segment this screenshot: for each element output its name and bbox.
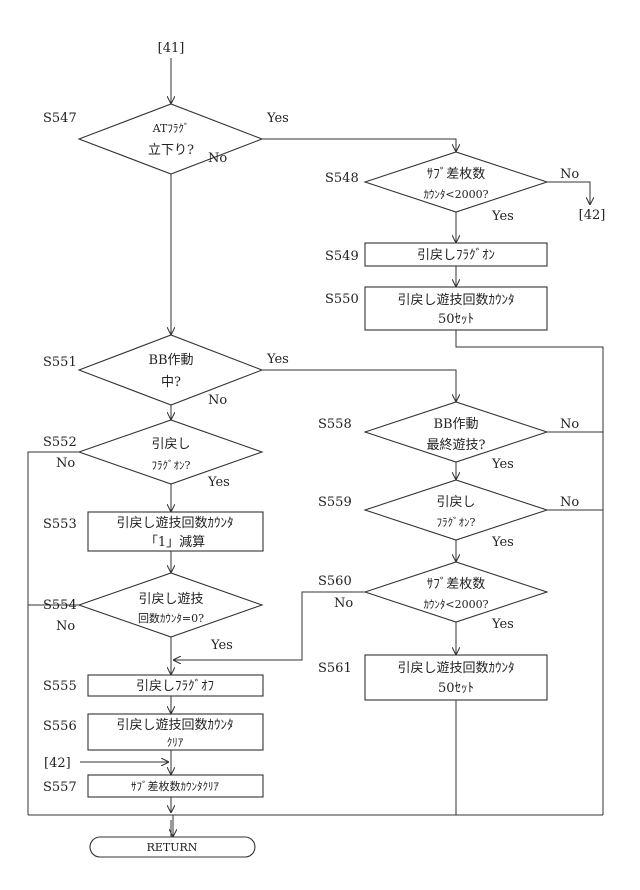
process-s549: S549 引戻しﾌﾗｸﾞｵﾝ xyxy=(325,243,547,266)
no-label: No xyxy=(560,417,579,432)
decision-text: 引戻し xyxy=(151,437,190,452)
step-id: S549 xyxy=(325,249,359,264)
yes-label: Yes xyxy=(266,111,289,126)
process-s561: S561 引戻し遊技回数ｶｳﾝﾀ 50ｾｯﾄ xyxy=(318,655,547,700)
process-s557: S557 ｻﾌﾞ差枚数ｶｳﾝﾀｸﾘｱ xyxy=(43,775,263,797)
decision-text: ATﾌﾗｸﾞ xyxy=(152,122,190,135)
decision-text: ｶｳﾝﾀ<2000? xyxy=(423,598,488,611)
process-text: 引戻しﾌﾗｸﾞｵﾌ xyxy=(136,679,214,694)
decision-text: 中? xyxy=(161,375,181,390)
process-text: 50ｾｯﾄ xyxy=(438,681,474,696)
terminal-text: RETURN xyxy=(147,841,198,854)
yes-label: Yes xyxy=(491,535,514,550)
step-id: S548 xyxy=(325,171,359,186)
yes-label: Yes xyxy=(491,617,514,632)
step-id: S559 xyxy=(318,495,352,510)
process-text: 50ｾｯﾄ xyxy=(438,312,474,327)
decision-s551: S551 BB作動 中? Yes No xyxy=(43,335,289,408)
no-label: No xyxy=(560,167,579,182)
decision-text: 立下り? xyxy=(148,143,194,158)
process-text: 引戻しﾌﾗｸﾞｵﾝ xyxy=(417,248,495,263)
step-id: S558 xyxy=(318,417,352,432)
process-text: 引戻し遊技回数ｶｳﾝﾀ xyxy=(397,661,514,676)
yes-label: Yes xyxy=(207,475,230,490)
process-s553: S553 引戻し遊技回数ｶｳﾝﾀ 「1」減算 xyxy=(43,512,263,551)
connector-41: [41] xyxy=(158,41,185,56)
step-id: S552 xyxy=(43,435,77,450)
process-s555: S555 引戻しﾌﾗｸﾞｵﾌ xyxy=(43,675,263,696)
decision-s547: S547 ATﾌﾗｸﾞ 立下り? Yes No xyxy=(43,104,289,174)
decision-s548: S548 ｻﾌﾞ差枚数 ｶｳﾝﾀ<2000? No Yes xyxy=(325,152,579,224)
decision-s558: S558 BB作動 最終遊技? No Yes xyxy=(318,402,579,472)
step-id: S557 xyxy=(43,780,77,795)
no-label: No xyxy=(56,456,75,471)
step-id: S547 xyxy=(43,111,77,126)
decision-s560: S560 No ｻﾌﾞ差枚数 ｶｳﾝﾀ<2000? Yes xyxy=(318,562,547,632)
decision-text: ﾌﾗｸﾞｵﾝ? xyxy=(152,459,191,472)
step-id: S551 xyxy=(43,355,77,370)
yes-label: Yes xyxy=(210,638,233,653)
process-text: ｻﾌﾞ差枚数ｶｳﾝﾀｸﾘｱ xyxy=(131,779,219,793)
process-text: 引戻し遊技回数ｶｳﾝﾀ xyxy=(116,516,233,531)
decision-s559: S559 引戻し ﾌﾗｸﾞｵﾝ? No Yes xyxy=(318,480,579,550)
decision-text: 引戻し xyxy=(436,495,475,510)
decision-s554: S554 No 引戻し遊技 回数ｶｳﾝﾀ=0? Yes xyxy=(43,573,262,653)
step-id: S555 xyxy=(43,679,77,694)
no-label: No xyxy=(208,151,227,166)
no-label: No xyxy=(56,619,75,634)
yes-label: Yes xyxy=(491,209,514,224)
connector-42-in: [42] xyxy=(44,756,71,771)
step-id: S553 xyxy=(43,517,77,532)
process-text: ｸﾘｱ xyxy=(167,736,184,749)
step-id: S554 xyxy=(43,598,77,613)
decision-text: 引戻し遊技 xyxy=(138,592,203,607)
step-id: S556 xyxy=(43,719,77,734)
decision-text: ﾌﾗｸﾞｵﾝ? xyxy=(437,516,476,529)
decision-text: ｻﾌﾞ差枚数 xyxy=(427,577,486,592)
decision-text: 最終遊技? xyxy=(427,437,486,453)
process-s556: S556 引戻し遊技回数ｶｳﾝﾀ ｸﾘｱ xyxy=(43,714,263,750)
decision-text: ｶｳﾝﾀ<2000? xyxy=(423,188,488,201)
no-label: No xyxy=(208,393,227,408)
decision-text: 回数ｶｳﾝﾀ=0? xyxy=(138,612,204,625)
connector-42-out: [42] xyxy=(579,208,606,223)
decision-s552: S552 No 引戻し ﾌﾗｸﾞｵﾝ? Yes xyxy=(43,420,262,490)
step-id: S560 xyxy=(318,574,352,589)
no-label: No xyxy=(560,495,579,510)
decision-text: BB作動 xyxy=(148,353,193,368)
yes-label: Yes xyxy=(266,352,289,367)
step-id: S561 xyxy=(318,661,352,676)
process-s550: S550 引戻し遊技回数ｶｳﾝﾀ 50ｾｯﾄ xyxy=(325,287,547,330)
step-id: S550 xyxy=(325,292,359,307)
decision-text: BB作動 xyxy=(433,417,478,432)
terminal-return: RETURN xyxy=(90,837,255,857)
decision-text: ｻﾌﾞ差枚数 xyxy=(427,167,486,182)
process-text: 引戻し遊技回数ｶｳﾝﾀ xyxy=(116,718,233,733)
process-text: 「1」減算 xyxy=(145,534,205,550)
process-text: 引戻し遊技回数ｶｳﾝﾀ xyxy=(397,293,514,308)
no-label: No xyxy=(334,596,353,611)
yes-label: Yes xyxy=(491,457,514,472)
